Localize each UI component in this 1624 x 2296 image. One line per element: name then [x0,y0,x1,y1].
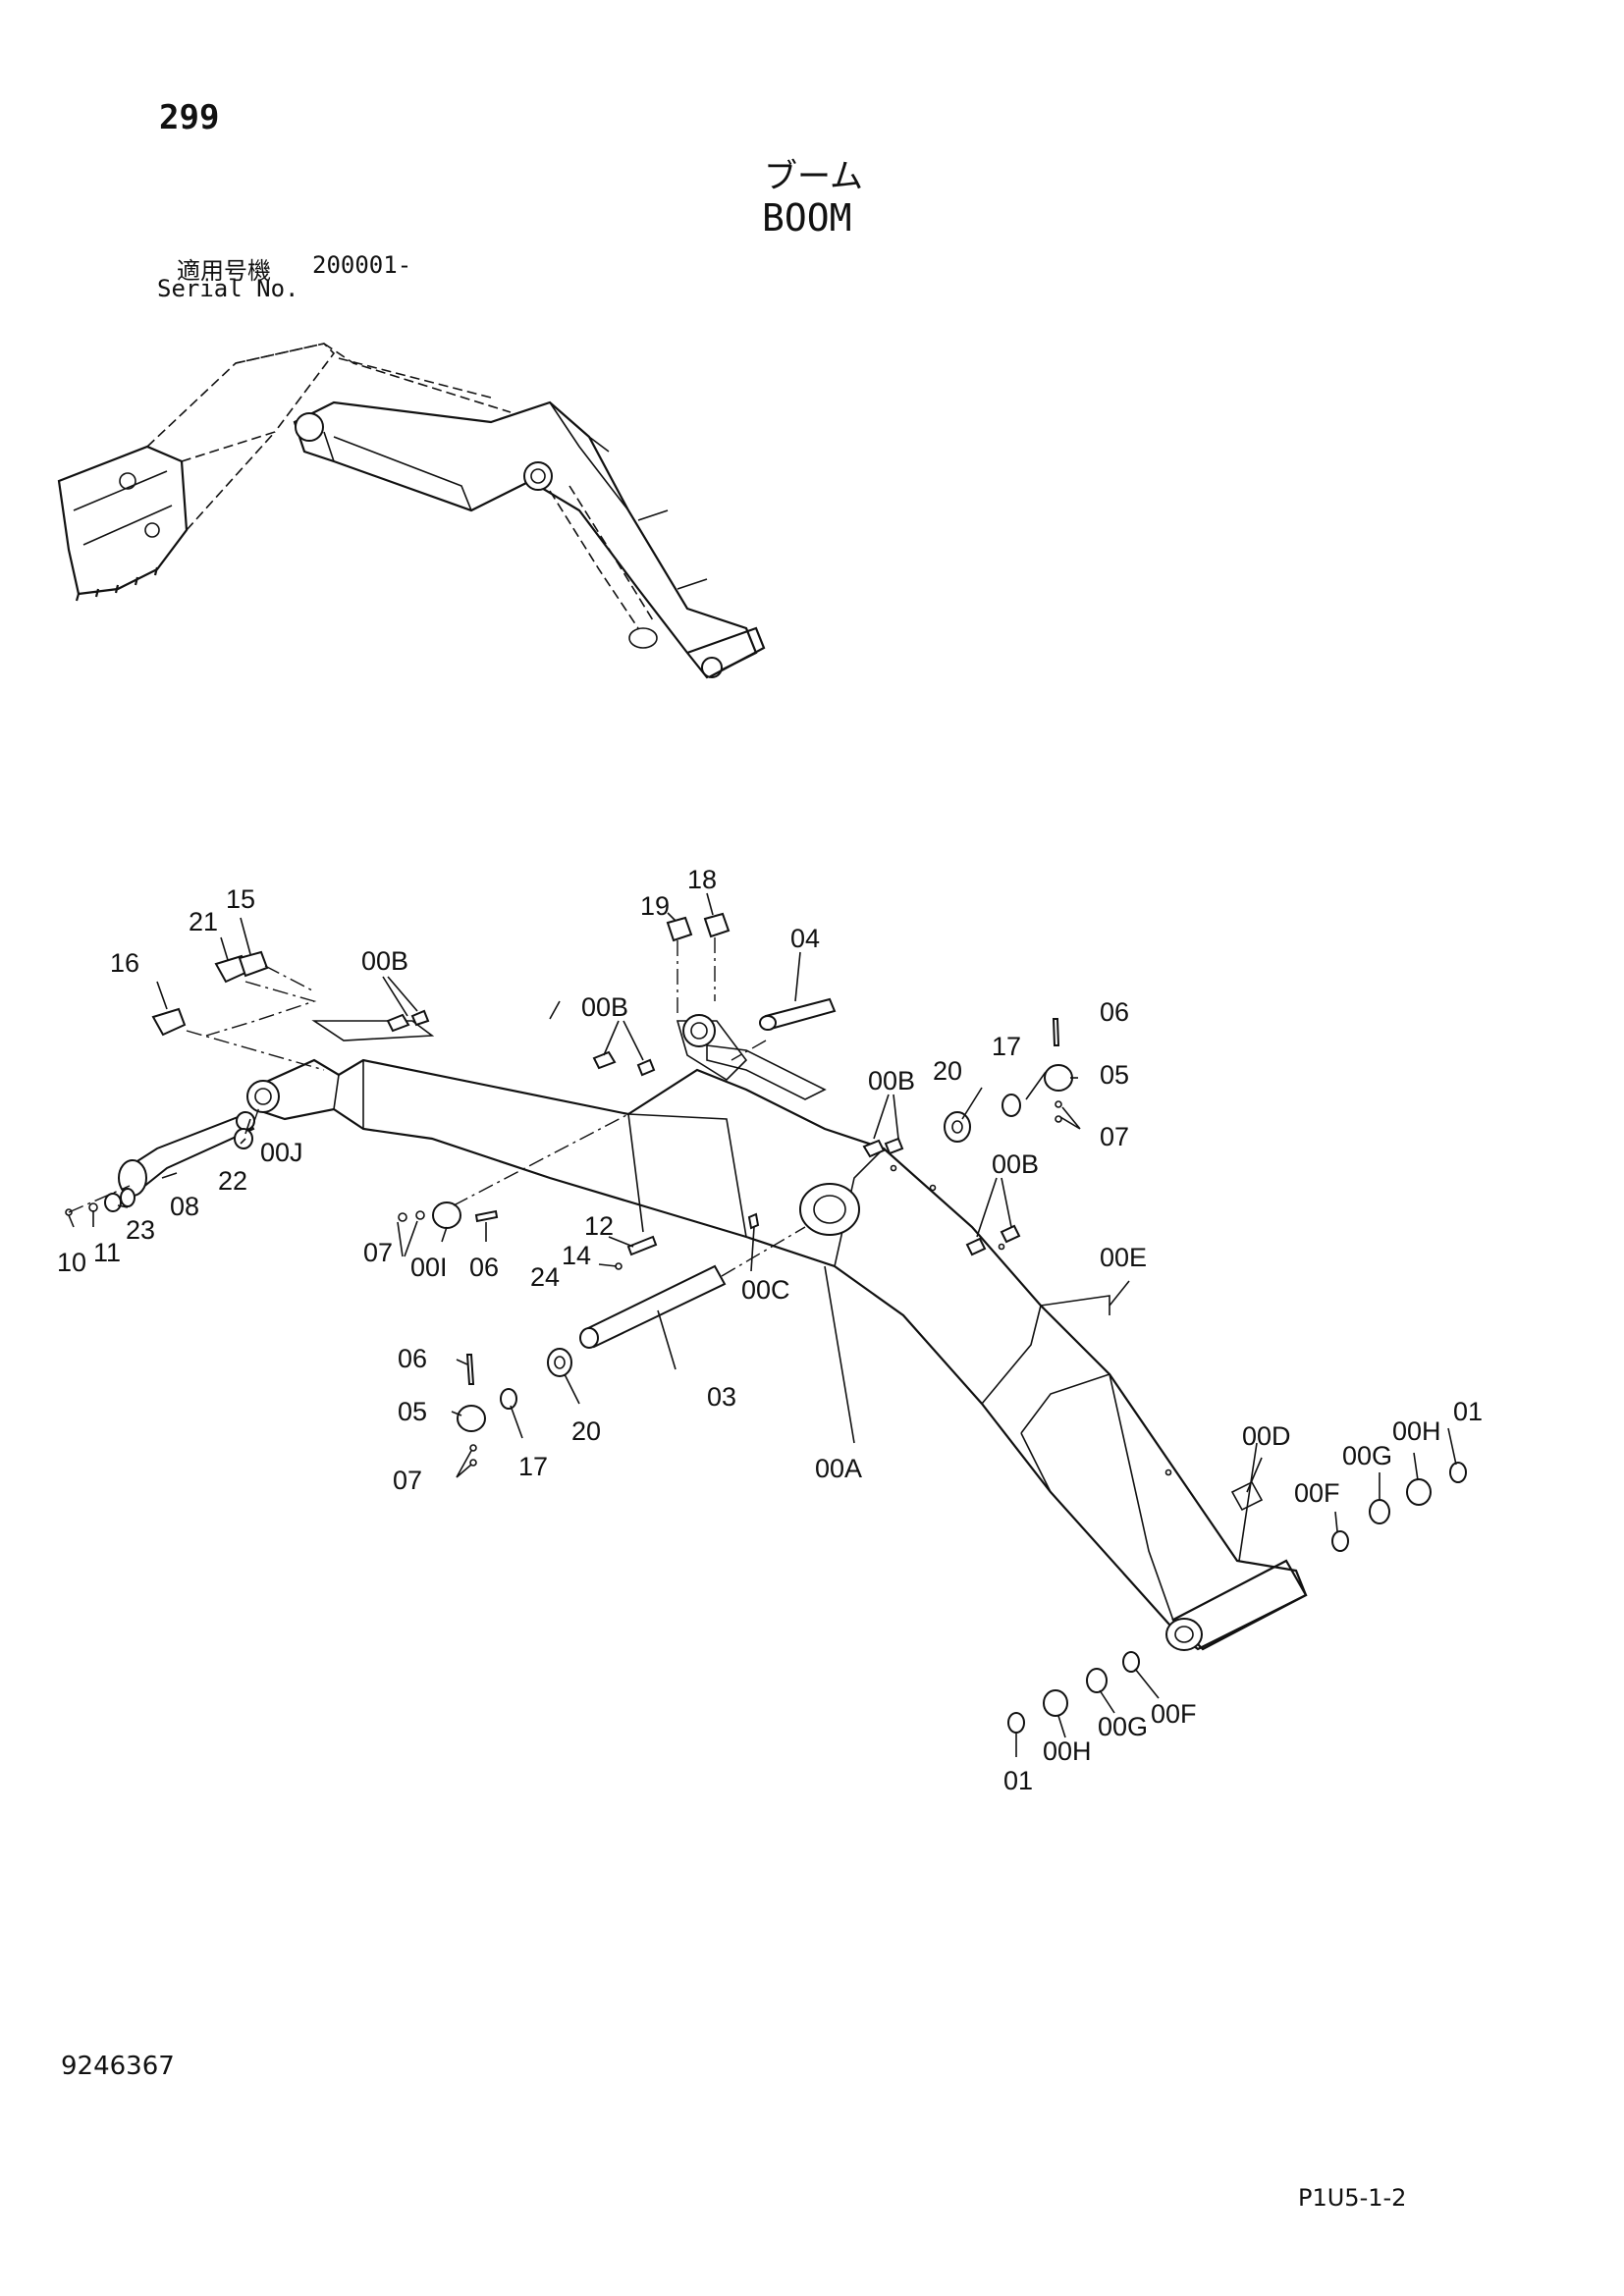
callout-20: 20 [571,1416,601,1446]
callout-07: 07 [363,1238,393,1267]
hardware-lower-left [457,1348,572,1467]
callout-03: 03 [707,1382,736,1412]
pin-03 [579,1226,806,1349]
callout-16: 16 [110,948,139,978]
page-number: 299 [159,98,220,137]
callout-17: 17 [992,1032,1021,1061]
callout-22: 22 [218,1166,247,1196]
callout-15: 15 [226,884,255,914]
callout-24: 24 [530,1262,560,1292]
title-english: BOOM [762,196,852,240]
serial-label-english: Serial No. [157,275,299,302]
hardware-left [65,1128,253,1216]
callout-00c: 00C [741,1275,790,1305]
boom-body [246,1014,1308,1651]
callout-00f: 00F [1294,1478,1340,1508]
pads-00b [386,1009,1021,1256]
callout-00b: 00B [581,992,628,1022]
callout-00h: 00H [1392,1416,1441,1446]
callout-17: 17 [518,1452,548,1481]
overview-bucket [57,445,189,602]
callout-18: 18 [687,865,717,894]
parts-top-left [151,912,837,1071]
callout-14: 14 [562,1241,591,1270]
callout-00b: 00B [868,1066,915,1095]
callout-00a: 00A [815,1454,862,1483]
leader-lines [68,892,1457,1757]
parts-top-right [944,1018,1073,1143]
callout-06: 06 [398,1344,427,1373]
callout-06: 06 [469,1253,499,1282]
drawing-number: 9246367 [61,2052,175,2081]
callout-23: 23 [126,1215,155,1245]
hardware-center-left [398,1113,760,1270]
callout-00j: 00J [260,1138,303,1167]
callout-00f: 00F [1151,1699,1197,1729]
title-japanese: ブーム [764,157,863,196]
callout-00e: 00E [1100,1243,1147,1272]
callout-19: 19 [640,891,670,921]
callout-06: 06 [1100,997,1129,1027]
callout-05: 05 [1100,1060,1129,1090]
callout-00b: 00B [361,946,408,976]
serial-value: 200001- [312,251,412,279]
overview-cylinder [549,485,658,649]
callout-00g: 00G [1342,1441,1392,1470]
callout-08: 08 [170,1192,199,1221]
callout-10: 10 [57,1248,86,1277]
callout-05: 05 [398,1397,427,1426]
page-code: P1U5-1-2 [1298,2184,1407,2212]
callout-00b: 00B [992,1149,1039,1179]
callout-07: 07 [1100,1122,1129,1151]
callout-labels: 00B 00B 00B 00B 16 21 15 19 18 04 06 17 … [57,865,1483,1795]
serial-label-japanese: 適用号機 [177,257,271,285]
callout-21: 21 [189,907,218,936]
callout-00g: 00G [1098,1712,1148,1741]
overview-boom [293,400,766,679]
callout-11: 11 [93,1238,121,1267]
callout-20: 20 [933,1056,962,1086]
callout-12: 12 [584,1211,614,1241]
callout-01: 01 [1453,1397,1483,1426]
callout-07: 07 [393,1466,422,1495]
callout-00d: 00D [1242,1421,1291,1451]
overview-arm [146,343,512,531]
callout-00i: 00I [410,1253,448,1282]
callout-00h: 00H [1043,1736,1092,1766]
callout-01: 01 [1003,1766,1033,1795]
bushings-right [1007,1462,1467,1734]
callout-04: 04 [790,924,820,953]
